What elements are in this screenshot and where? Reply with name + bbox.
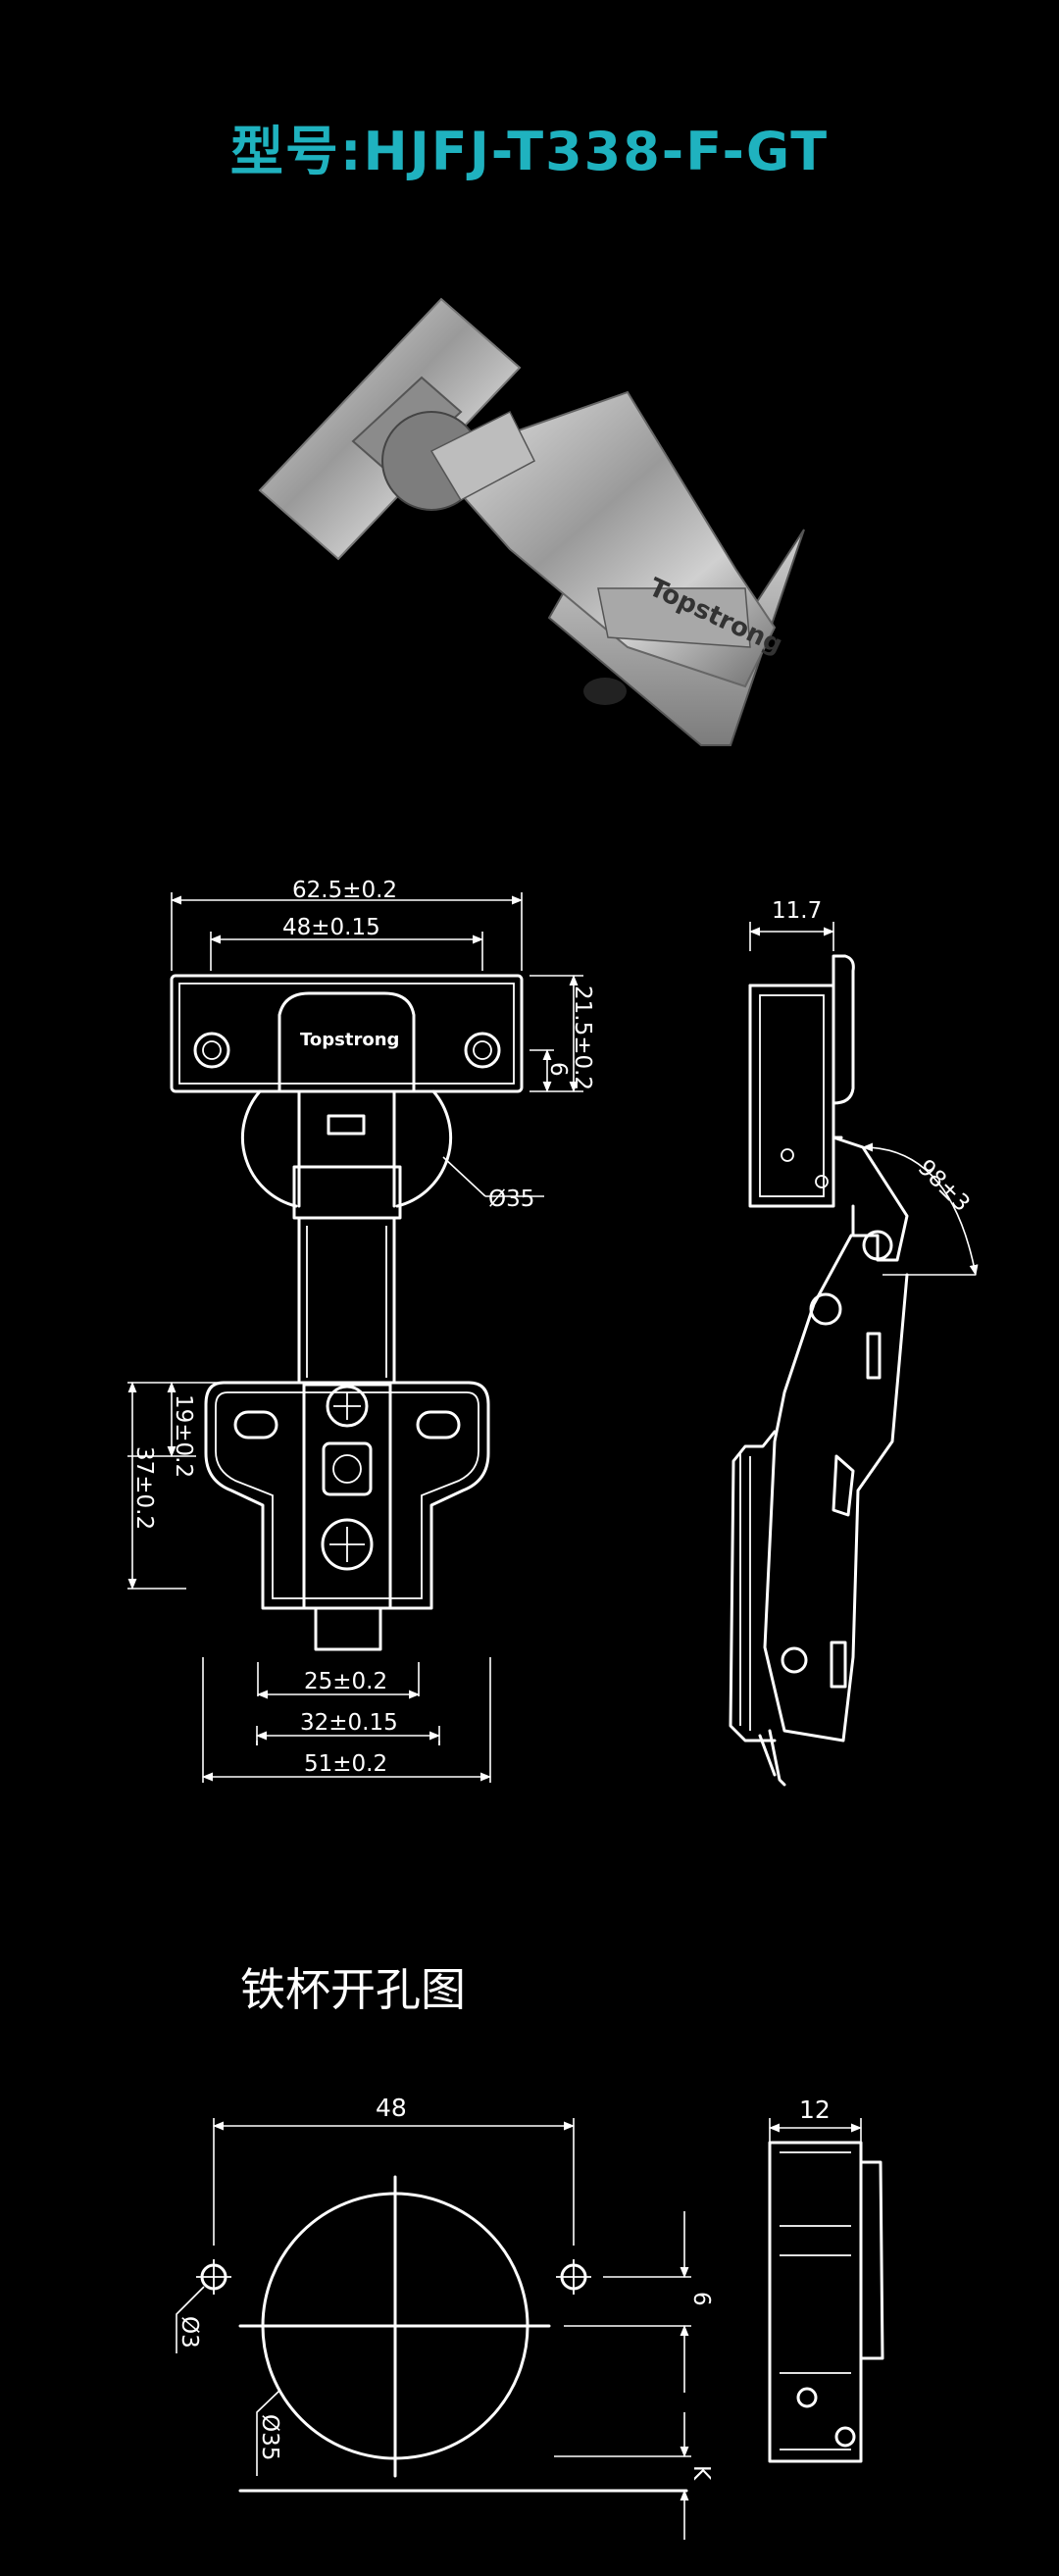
hinge-front-view: Topstrong: [170, 974, 524, 1651]
side-view-dimensions: 11.7 98±3: [748, 898, 979, 1277]
dim-overall-width: 62.5±0.2: [292, 878, 397, 903]
dim-offset: 6: [545, 1062, 571, 1077]
drill-dim-hole-spacing: 48: [376, 2094, 407, 2122]
drilling-diagram: 48 6 K Ø3 Ø35 12: [176, 2094, 884, 2540]
dim-plate-h3: 51±0.2: [304, 1751, 387, 1777]
hinge-product-image: Topstrong: [258, 297, 805, 746]
drill-dim-offset: 6: [688, 2292, 714, 2306]
dim-cup-diameter: Ø35: [488, 1187, 534, 1212]
dim-plate-h2: 32±0.15: [300, 1710, 398, 1736]
drilling-section-title: 铁杯开孔图: [240, 1963, 466, 2016]
dim-side-width: 11.7: [772, 898, 822, 924]
dim-plate-h1: 25±0.2: [304, 1669, 387, 1694]
front-brand-mark: Topstrong: [300, 1030, 399, 1050]
drill-dim-cup-dia: Ø35: [257, 2414, 282, 2460]
dim-hole-spacing: 48±0.15: [282, 915, 380, 940]
page-title: 型号:HJFJ-T338-F-GT: [229, 121, 830, 182]
front-view-dimensions: 62.5±0.2 48±0.15 21.5±0.2 6 Ø35 19±0.2 3…: [127, 878, 595, 1783]
dim-plate-v2: 37±0.2: [131, 1446, 157, 1530]
hinge-side-view: [729, 954, 909, 1787]
dim-angle: 98±3: [913, 1155, 975, 1217]
drill-dim-pilot-dia: Ø3: [176, 2316, 202, 2349]
dim-plate-v1: 19±0.2: [171, 1394, 196, 1478]
dim-height: 21.5±0.2: [570, 985, 595, 1090]
drill-dim-depth: 12: [799, 2096, 831, 2124]
drill-dim-edge: K: [688, 2465, 714, 2481]
